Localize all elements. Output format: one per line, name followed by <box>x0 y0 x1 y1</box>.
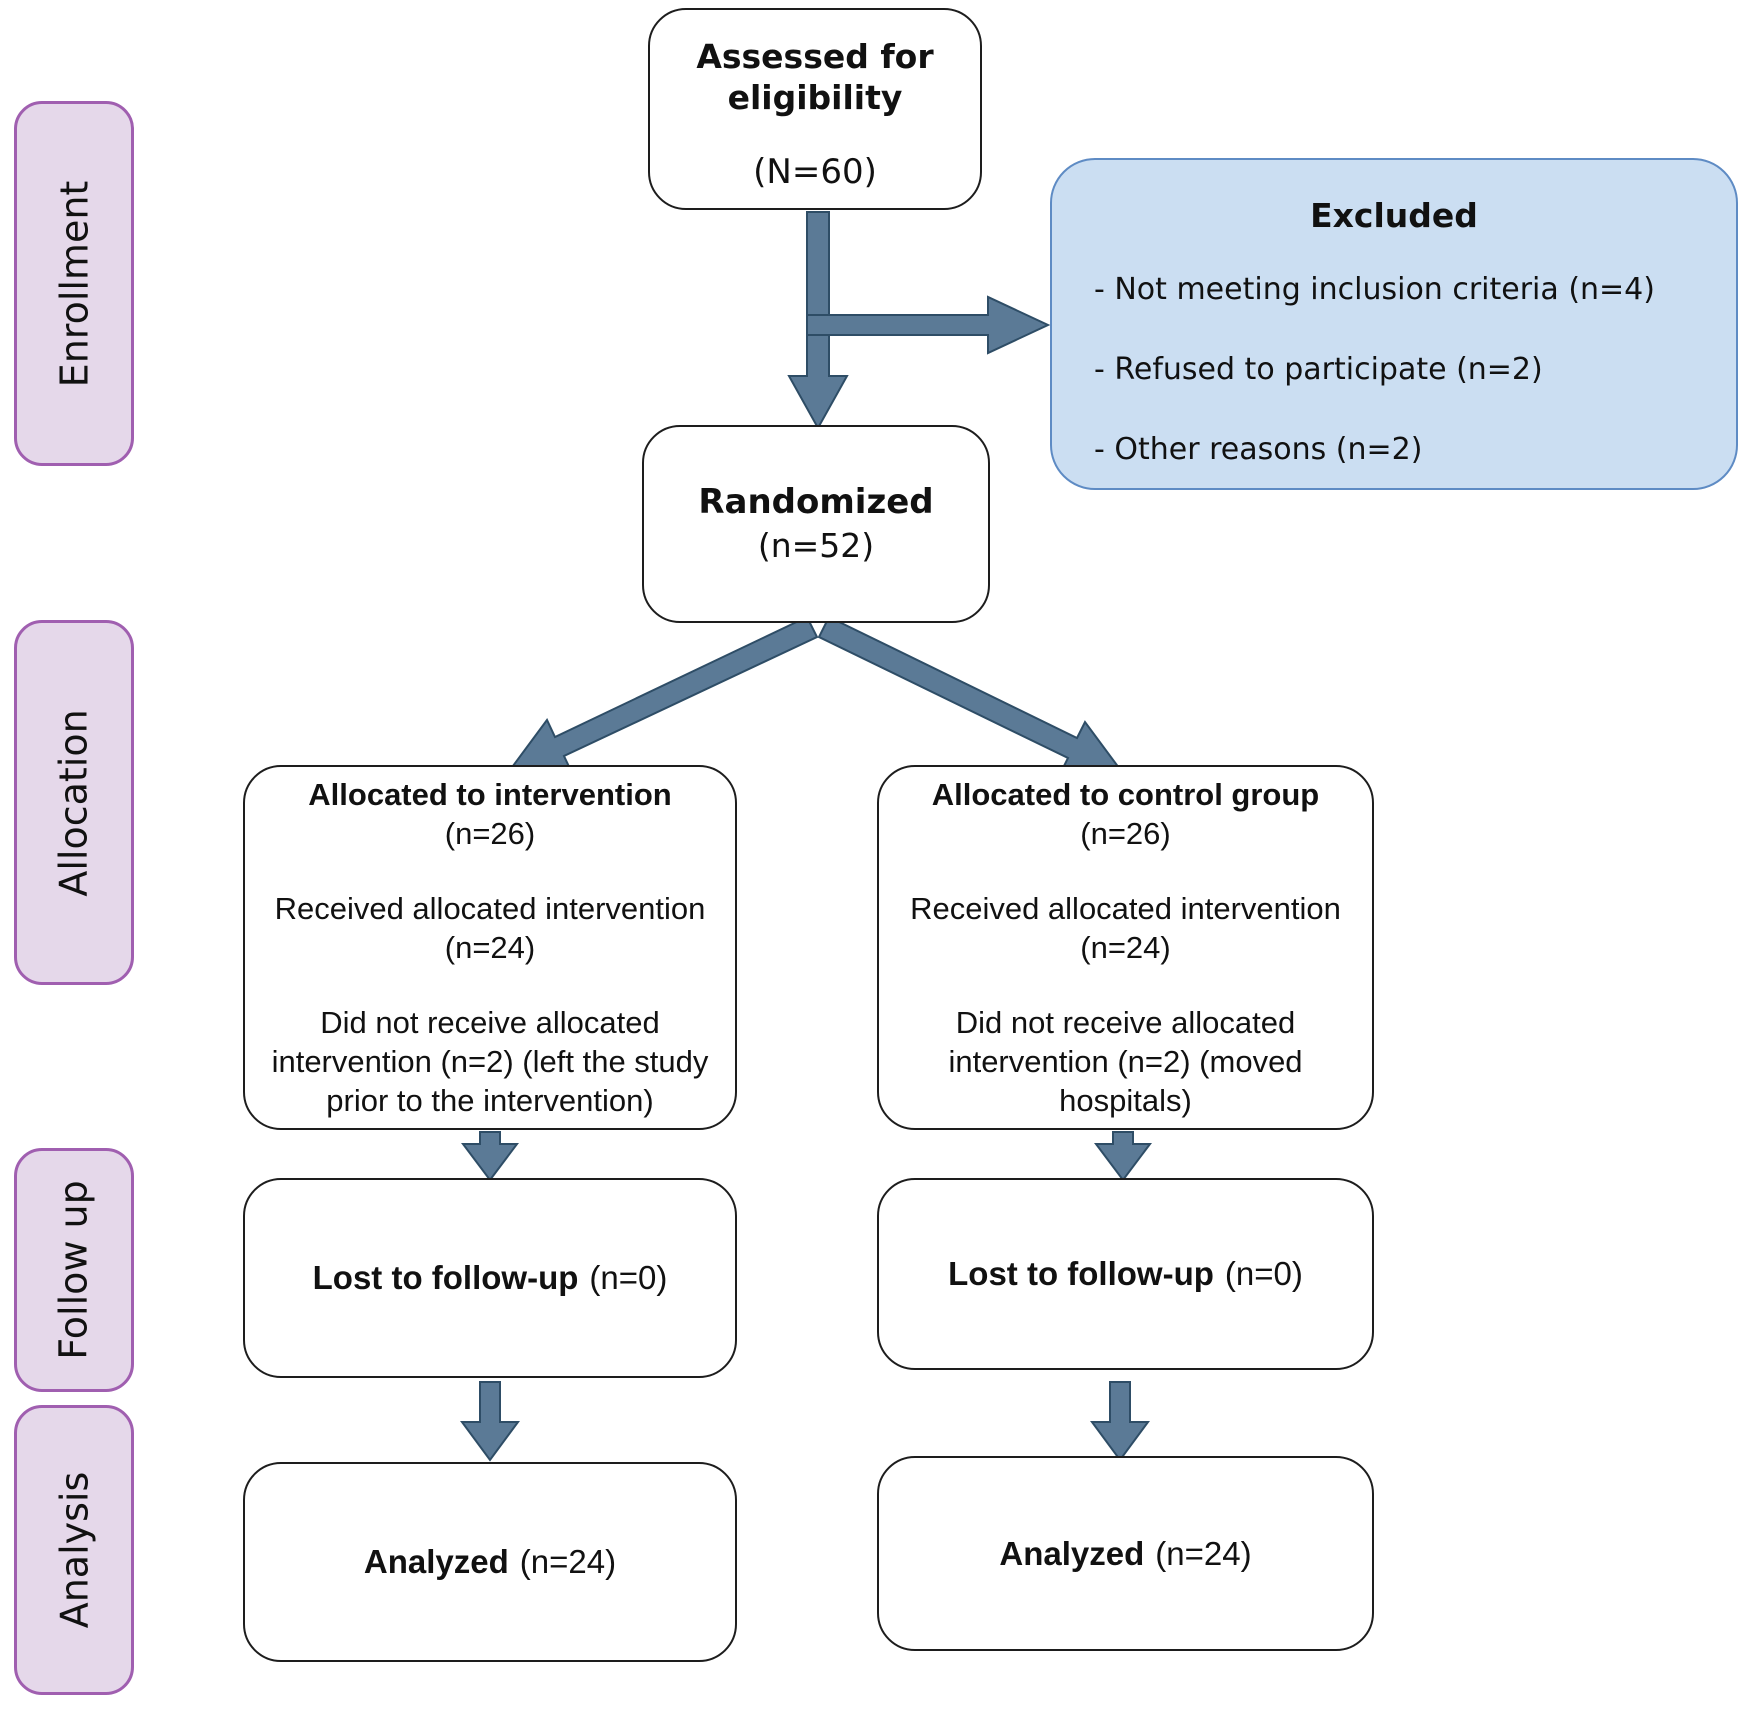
excluded-item: - Refused to participate (n=2) <box>1094 352 1543 387</box>
alloc-left-received: Received allocated intervention <box>274 891 706 926</box>
analysis-left-bold: Analyzed <box>363 1543 509 1580</box>
box-analysis-right: Analyzed (n=24) <box>877 1456 1374 1651</box>
followup-right-n: (n=0) <box>1224 1255 1303 1292</box>
arrow-assessed-to-randomized <box>787 211 849 431</box>
alloc-right-received: Received allocated intervention <box>910 891 1341 926</box>
box-assessed-n: (N=60) <box>753 152 877 192</box>
stage-label-allocation-text: Allocation <box>52 708 97 897</box>
excluded-item: - Not meeting inclusion criteria (n=4) <box>1094 272 1655 307</box>
alloc-left-received-n: (n=24) <box>444 930 536 965</box>
analysis-right-n: (n=24) <box>1155 1534 1252 1572</box>
alloc-right-title: Allocated to control group <box>931 777 1320 812</box>
stage-label-analysis: Analysis <box>14 1405 134 1695</box>
alloc-left-n: (n=26) <box>444 816 536 851</box>
box-analysis-left: Analyzed (n=24) <box>243 1462 737 1662</box>
box-randomized: Randomized (n=52) <box>642 425 990 623</box>
arrow-alloc-to-followup-left <box>461 1131 519 1182</box>
followup-right-bold: Lost to follow-up <box>948 1255 1214 1292</box>
analysis-right-bold: Analyzed <box>999 1534 1145 1572</box>
arrow-randomized-to-intervention <box>508 615 819 775</box>
arrow-followup-to-analysis-right <box>1090 1381 1150 1462</box>
arrow-followup-to-analysis-left <box>460 1381 520 1462</box>
box-followup-left: Lost to follow-up (n=0) <box>243 1178 737 1378</box>
stage-label-enrollment-text: Enrollment <box>52 180 96 387</box>
box-excluded-title: Excluded <box>1310 196 1478 235</box>
box-randomized-n: (n=52) <box>757 526 875 565</box>
stage-label-followup-text: Follow up <box>52 1180 97 1360</box>
box-randomized-title: Randomized <box>698 482 934 522</box>
box-allocation-control: Allocated to control group (n=26) Receiv… <box>877 765 1374 1130</box>
stage-label-followup: Follow up <box>14 1148 134 1392</box>
stage-label-enrollment: Enrollment <box>14 101 134 466</box>
box-excluded-list: - Not meeting inclusion criteria (n=4) -… <box>1052 236 1736 470</box>
alloc-left-title: Allocated to intervention <box>308 777 672 812</box>
stage-label-allocation: Allocation <box>14 620 134 985</box>
alloc-right-not-received: Did not receive allocated intervention (… <box>948 1005 1303 1118</box>
box-excluded: Excluded - Not meeting inclusion criteri… <box>1050 158 1738 490</box>
alloc-right-n: (n=26) <box>1080 816 1171 851</box>
box-assessed-title: Assessed for eligibility <box>696 37 934 117</box>
box-assessed: Assessed for eligibility (N=60) <box>648 8 982 210</box>
followup-left-n: (n=0) <box>589 1259 668 1296</box>
arrow-to-excluded <box>806 295 1051 355</box>
alloc-left-not-received: Did not receive allocated intervention (… <box>271 1005 709 1118</box>
analysis-left-n: (n=24) <box>519 1543 617 1580</box>
arrow-alloc-to-followup-right <box>1094 1131 1152 1182</box>
followup-left-bold: Lost to follow-up <box>312 1259 579 1296</box>
box-followup-right: Lost to follow-up (n=0) <box>877 1178 1374 1370</box>
arrow-randomized-to-control <box>817 615 1124 776</box>
alloc-right-received-n: (n=24) <box>1080 930 1171 965</box>
stage-label-analysis-text: Analysis <box>52 1471 97 1629</box>
excluded-item: - Other reasons (n=2) <box>1094 432 1423 467</box>
box-allocation-intervention: Allocated to intervention (n=26) Receive… <box>243 765 737 1130</box>
